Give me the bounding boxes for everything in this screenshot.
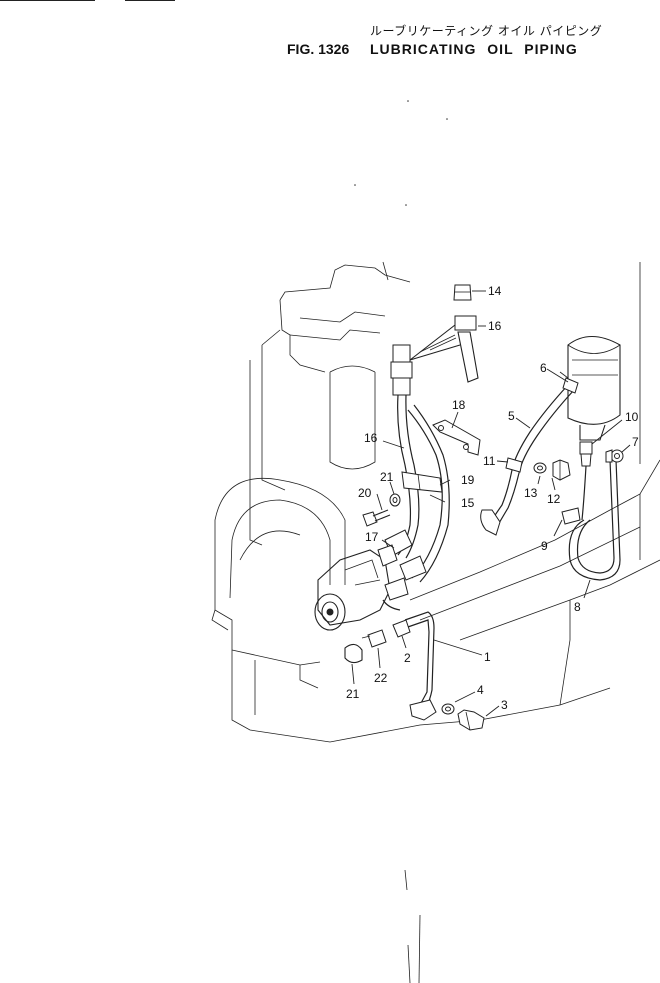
top-rule-right xyxy=(125,0,175,1)
upper-hose-assembly xyxy=(377,284,479,611)
callout-5: 5 xyxy=(508,409,515,423)
oil-pump-turbocharger xyxy=(314,549,391,664)
callout-1: 1 xyxy=(484,650,491,664)
callout-20: 20 xyxy=(358,486,372,500)
callout-11: 11 xyxy=(483,454,496,468)
callout-14: 14 xyxy=(488,284,502,298)
callout-2: 2 xyxy=(404,651,411,665)
bolt-washer-20-21 xyxy=(362,493,401,527)
callout-8: 8 xyxy=(574,600,581,614)
callout-10: 10 xyxy=(625,410,639,424)
callout-labels: 14 16 16 18 19 15 21 20 17 6 5 11 13 12 … xyxy=(346,284,639,712)
engine-block-outline xyxy=(211,261,660,983)
top-rule-left xyxy=(0,0,95,1)
oil-pipe-5-assembly xyxy=(480,377,579,536)
callout-21: 21 xyxy=(380,470,394,484)
oil-hose-8-assembly xyxy=(561,441,624,581)
callout-23: 22 xyxy=(374,671,388,685)
callout-15: 15 xyxy=(461,496,475,510)
figure-number: FIG. 1326 xyxy=(287,41,350,57)
callout-12: 12 xyxy=(547,492,561,506)
callout-18: 18 xyxy=(452,398,466,412)
print-specks xyxy=(354,100,448,206)
callout-17: 17 xyxy=(365,530,379,544)
figure-title: LUBRICATING OIL PIPING xyxy=(370,41,578,57)
callout-3: 3 xyxy=(501,698,508,712)
callout-9: 9 xyxy=(541,539,548,553)
callout-22: 21 xyxy=(346,687,360,701)
oil-filter-canister xyxy=(559,335,621,441)
callout-7: 7 xyxy=(632,435,639,449)
callout-4: 4 xyxy=(477,683,484,697)
oil-pipe-1-assembly xyxy=(361,611,485,731)
callout-16-lower: 16 xyxy=(364,431,378,445)
callout-19: 19 xyxy=(461,473,475,487)
callout-6: 6 xyxy=(540,361,547,375)
callout-13: 13 xyxy=(524,486,538,500)
hose-bracket xyxy=(432,419,481,456)
callout-16-upper: 16 xyxy=(488,319,502,333)
leader-lines xyxy=(351,290,631,717)
figure-title-japanese: ルーブリケーティング オイル パイピング xyxy=(370,24,603,38)
